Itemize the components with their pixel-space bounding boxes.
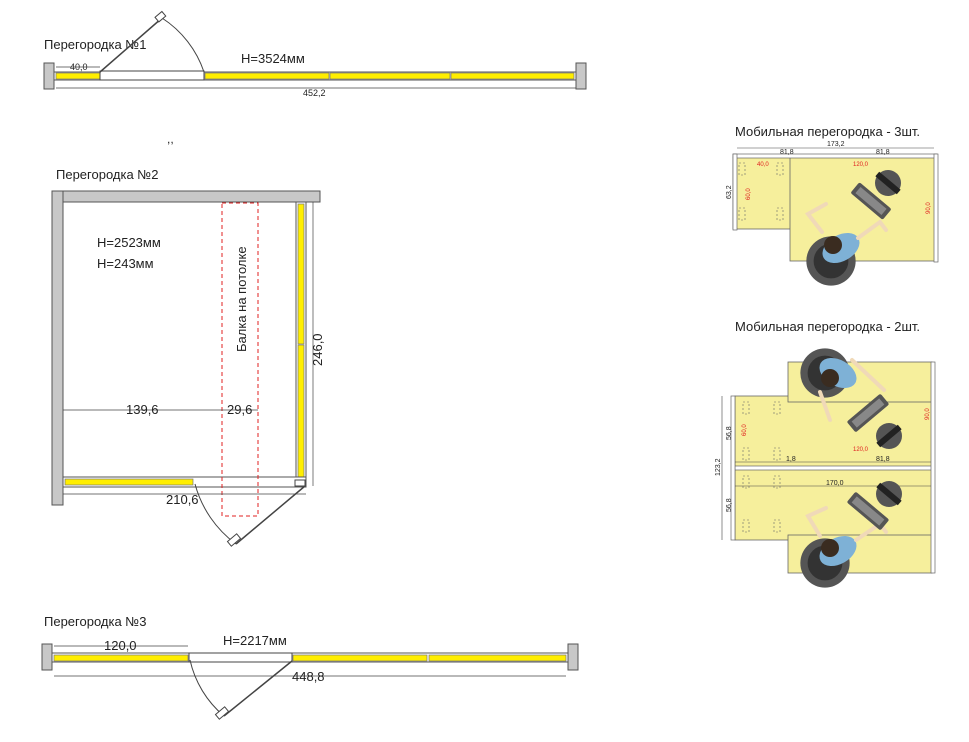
wall-post-left — [43, 62, 55, 90]
mobile-2-dim-total: 170,0 — [826, 480, 844, 487]
glass-panel — [55, 72, 101, 80]
glass-panel — [297, 344, 305, 478]
partition-2-dim-mid: 29,6 — [227, 402, 252, 417]
desk-surface — [789, 156, 937, 262]
door-swing — [188, 652, 293, 720]
glass-panel — [204, 72, 330, 80]
glass-panel — [329, 72, 451, 80]
desk-surface — [734, 468, 934, 541]
partition-2-h1: Н=2523мм — [97, 235, 161, 250]
monitor-icon — [875, 170, 901, 196]
keyboard-icon — [847, 394, 889, 432]
office-chair-icon — [804, 202, 888, 286]
mobile-3-dim-height: 63,2 — [726, 185, 733, 199]
partition-2-dim-bottom: 210,6 — [166, 492, 199, 507]
monitor-icon — [876, 481, 902, 507]
mobile-2-dim-left: 1,8 — [786, 456, 796, 463]
partition-2-h2: Н=243мм — [97, 256, 154, 271]
drawer-marks — [742, 401, 781, 533]
glass-panel — [428, 654, 567, 662]
mobile-panel — [933, 153, 939, 263]
mobile-3-dim-left: 81,8 — [780, 149, 794, 156]
partition-2-dim-left: 139,6 — [126, 402, 159, 417]
mobile-2-dim-height: 123,2 — [715, 458, 722, 476]
partition-3-dim-bottom: 448,8 — [292, 669, 325, 684]
mobile-3-red-d: 90,0 — [926, 202, 932, 214]
wall-top — [51, 190, 321, 203]
mobile-panel — [734, 465, 934, 471]
office-chair-icon — [800, 348, 886, 422]
mobile-2-red-c: 90,0 — [925, 408, 931, 420]
mobile-2-title: Мобильная перегородка - 2шт. — [735, 319, 920, 334]
mobile-3-red-a: 40,0 — [757, 162, 769, 168]
wall-post-left — [41, 643, 53, 671]
mobile-partition-3pcs: Мобильная перегородка - 3шт. 173,2 81,8 … — [726, 124, 939, 286]
door-swing — [194, 479, 306, 547]
mobile-2-dim-lower: 56,8 — [726, 498, 733, 512]
mobile-3-red-c: 60,0 — [746, 188, 752, 200]
partition-3-height: Н=2217мм — [223, 633, 287, 648]
mobile-2-red-b: 60,0 — [742, 424, 748, 436]
mobile-panel — [730, 395, 736, 541]
partition-3-title: Перегородка №3 — [44, 614, 146, 629]
wall-post-right — [567, 643, 579, 671]
partition-3-dim-top: 120,0 — [104, 638, 137, 653]
mobile-2-dim-right: 81,8 — [876, 456, 890, 463]
mobile-3-title: Мобильная перегородка - 3шт. — [735, 124, 920, 139]
partition-1-dim-bottom: 452,2 — [303, 88, 326, 98]
monitor-icon — [876, 423, 902, 449]
mobile-panel — [732, 153, 738, 231]
quote-mark: ,, — [167, 132, 174, 146]
wall-left — [51, 190, 64, 506]
door-swing — [99, 10, 205, 81]
beam-outline — [221, 202, 259, 517]
mobile-3-red-b: 120,0 — [853, 162, 869, 168]
glass-panel — [53, 654, 189, 662]
partition-2-title: Перегородка №2 — [56, 167, 158, 182]
partition-1: Перегородка №1 Н=3524мм 40,0 452,2 — [43, 10, 587, 98]
drawer-marks — [738, 162, 784, 221]
mobile-partition-2pcs: Мобильная перегородка - 2шт. 1,8 81,8 17… — [715, 319, 936, 588]
partition-1-title: Перегородка №1 — [44, 37, 146, 52]
partition-2-dim-right: 246,0 — [310, 333, 325, 366]
mobile-2-dim-upper: 56,8 — [726, 426, 733, 440]
partition-2: Перегородка №2 Балка на потолке Н=2523мм… — [51, 167, 325, 547]
glass-panel — [450, 72, 575, 80]
mobile-panel — [732, 153, 938, 159]
wall-post-right — [575, 62, 587, 90]
mobile-3-dim-right: 81,8 — [876, 149, 890, 156]
desk-surface — [734, 395, 934, 470]
glass-panel — [292, 654, 428, 662]
glass-panel — [297, 203, 305, 345]
mobile-3-dim-total: 173,2 — [827, 141, 845, 148]
keyboard-icon — [847, 492, 889, 530]
partition-3: Перегородка №3 Н=2217мм 120,0 448,8 — [41, 614, 579, 720]
partition-1-height: Н=3524мм — [241, 51, 305, 66]
glass-panel — [64, 478, 194, 486]
mobile-panel — [930, 361, 936, 574]
mobile-2-red-a: 120,0 — [853, 447, 869, 453]
keyboard-icon — [851, 182, 891, 220]
beam-label: Балка на потолке — [234, 246, 249, 352]
